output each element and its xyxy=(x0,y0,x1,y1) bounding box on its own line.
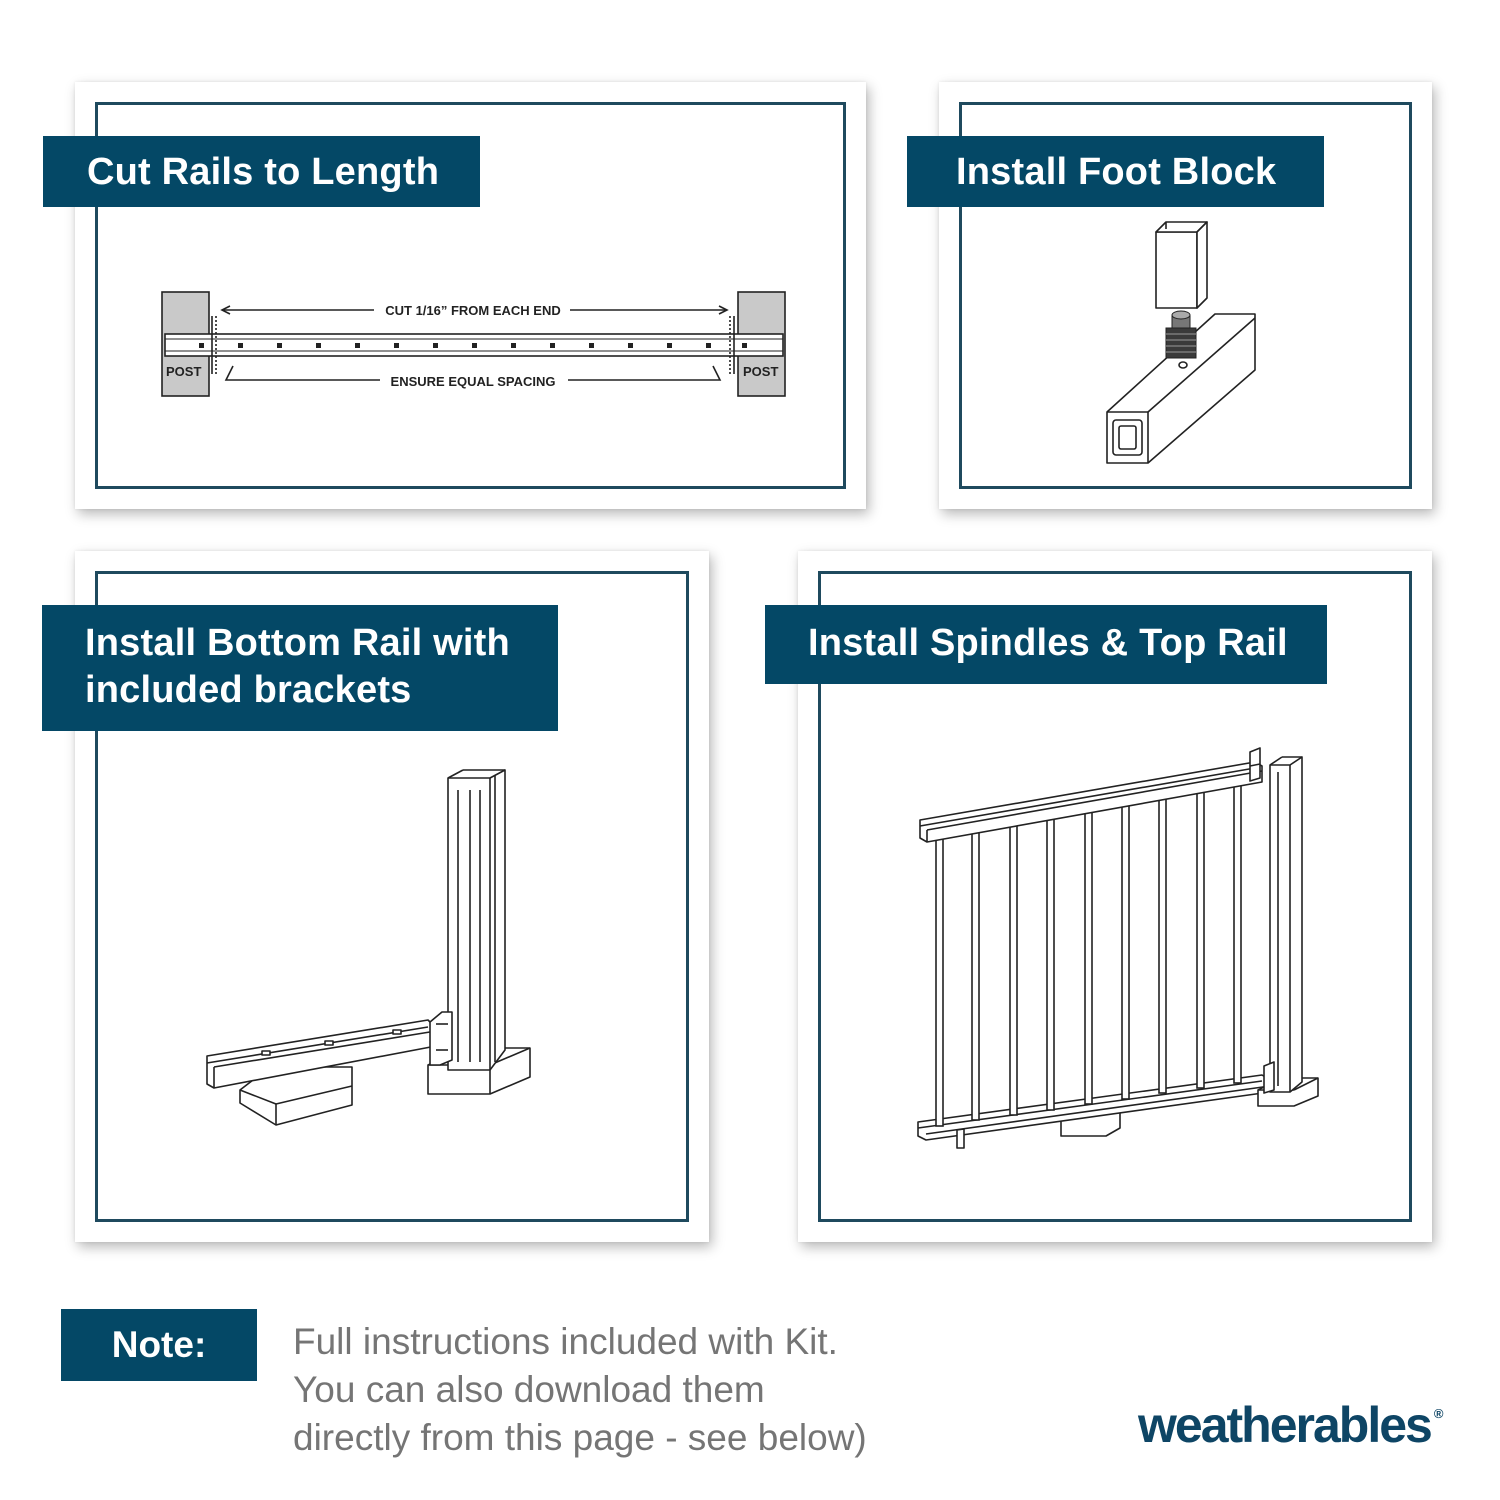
weatherables-logo: weatherables® xyxy=(1138,1396,1443,1454)
card-frame xyxy=(959,102,1412,489)
foot-block-diagram xyxy=(1106,221,1256,464)
spindles-top-rail-diagram xyxy=(917,747,1319,1149)
title-line-2: included brackets xyxy=(85,669,412,711)
cut-rails-diagram: POST POST CUT 1/16” FROM EACH END ENSURE… xyxy=(161,291,786,397)
note-text: Full instructions included with Kit. You… xyxy=(293,1318,993,1462)
step-title-cut-rails: Cut Rails to Length xyxy=(43,136,480,207)
spindle-stub xyxy=(956,1128,965,1149)
bottom-rail-diagram xyxy=(206,769,531,1126)
logo-text: weatherables xyxy=(1138,1397,1433,1453)
post-right-label: POST xyxy=(743,364,778,379)
spacing-label: ENSURE EQUAL SPACING xyxy=(391,374,556,389)
rail-holes xyxy=(199,343,747,348)
step-title-bottom-rail: Install Bottom Rail with included bracke… xyxy=(42,605,558,731)
note-label: Note: xyxy=(61,1309,257,1381)
rail-bracket xyxy=(429,1011,453,1066)
threaded-bolt xyxy=(1165,310,1197,359)
card-frame xyxy=(818,571,1412,1222)
post xyxy=(447,769,506,1071)
cut-label: CUT 1/16” FROM EACH END xyxy=(385,303,561,318)
note-line-2: You can also download them xyxy=(293,1369,765,1410)
post-left-label: POST xyxy=(166,364,201,379)
post xyxy=(1269,756,1303,1093)
title-line-1: Install Bottom Rail with xyxy=(85,622,510,664)
note-line-3: directly from this page - see below) xyxy=(293,1417,867,1458)
card-frame xyxy=(95,571,689,1222)
insert-block xyxy=(1155,231,1198,309)
bottom-rail-bracket xyxy=(1263,1061,1275,1094)
step-title-spindles: Install Spindles & Top Rail xyxy=(765,605,1327,684)
step-title-foot-block: Install Foot Block xyxy=(907,136,1324,207)
card-frame xyxy=(95,102,846,489)
registered-mark: ® xyxy=(1433,1406,1444,1421)
note-line-1: Full instructions included with Kit. xyxy=(293,1321,838,1362)
